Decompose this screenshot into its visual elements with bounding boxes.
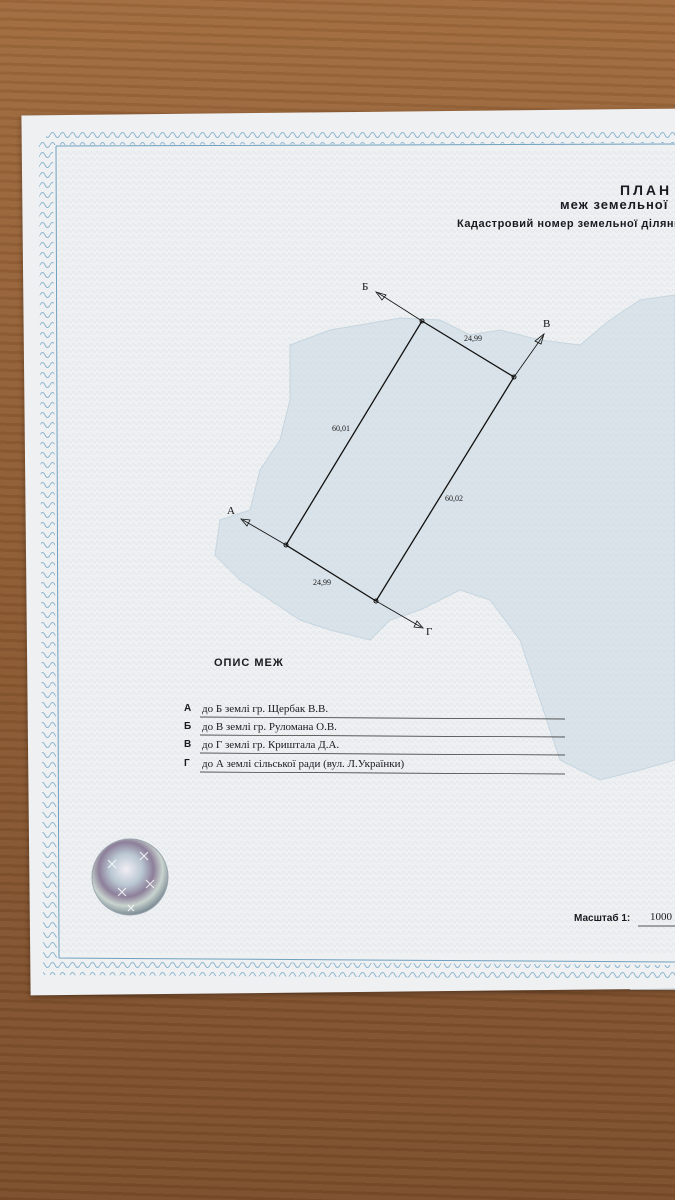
row-underline	[199, 771, 566, 775]
plot-vertex	[373, 598, 379, 604]
arrow-head-icon	[374, 291, 387, 301]
arrow-head-icon	[413, 620, 424, 629]
plot-vertex	[283, 542, 289, 548]
point-label-a: А	[227, 505, 235, 517]
point-label-b: Б	[362, 281, 369, 293]
arrow-head-icon	[240, 518, 251, 527]
dimension-right: 60,02	[445, 494, 463, 503]
arrow-to-b	[377, 292, 423, 322]
ukraine-map-silhouette	[214, 294, 675, 781]
dimension-bottom: 24,99	[313, 578, 331, 587]
boundary-row-text: до А землі сільської ради (вул. Л.Україн…	[202, 758, 405, 770]
scale-value: 1000	[650, 911, 672, 923]
plan-subtitle: меж земельної	[560, 197, 669, 212]
boundary-row-label: А	[184, 703, 192, 714]
arrow-to-g	[375, 600, 422, 628]
dimension-top: 24,99	[464, 334, 482, 343]
inner-border-line	[55, 143, 675, 963]
hologram-pattern-icon	[107, 851, 155, 912]
plan-title: ПЛАН	[620, 182, 673, 198]
row-underline	[199, 752, 566, 756]
boundary-row-text: до В землі гр. Руломана О.В.	[202, 721, 337, 733]
hologram-seal-icon	[91, 838, 169, 916]
boundary-row-text: до Г землі гр. Криштала Д.А.	[202, 739, 340, 751]
arrow-to-a	[242, 519, 287, 546]
scale-label: Масштаб 1:	[574, 913, 631, 924]
boundary-row-text: до Б землі гр. Щербак В.В.	[202, 703, 329, 715]
boundary-row-label: В	[184, 739, 192, 750]
row-underline	[199, 734, 566, 738]
decorative-border	[39, 129, 675, 979]
point-label-g: Г	[426, 626, 433, 638]
arrow-head-icon	[534, 332, 545, 345]
dimension-left: 60,01	[332, 424, 350, 433]
row-underline	[199, 716, 566, 720]
plot-vertex	[419, 318, 425, 324]
boundary-row-label: Г	[184, 758, 190, 769]
boundary-row-label: Б	[184, 721, 192, 732]
cadastral-number-label: Кадастровий номер земельної ділянки	[457, 218, 675, 230]
point-label-v: В	[543, 318, 551, 330]
plot-vertex	[511, 374, 517, 380]
boundaries-title: ОПИС МЕЖ	[214, 657, 284, 669]
